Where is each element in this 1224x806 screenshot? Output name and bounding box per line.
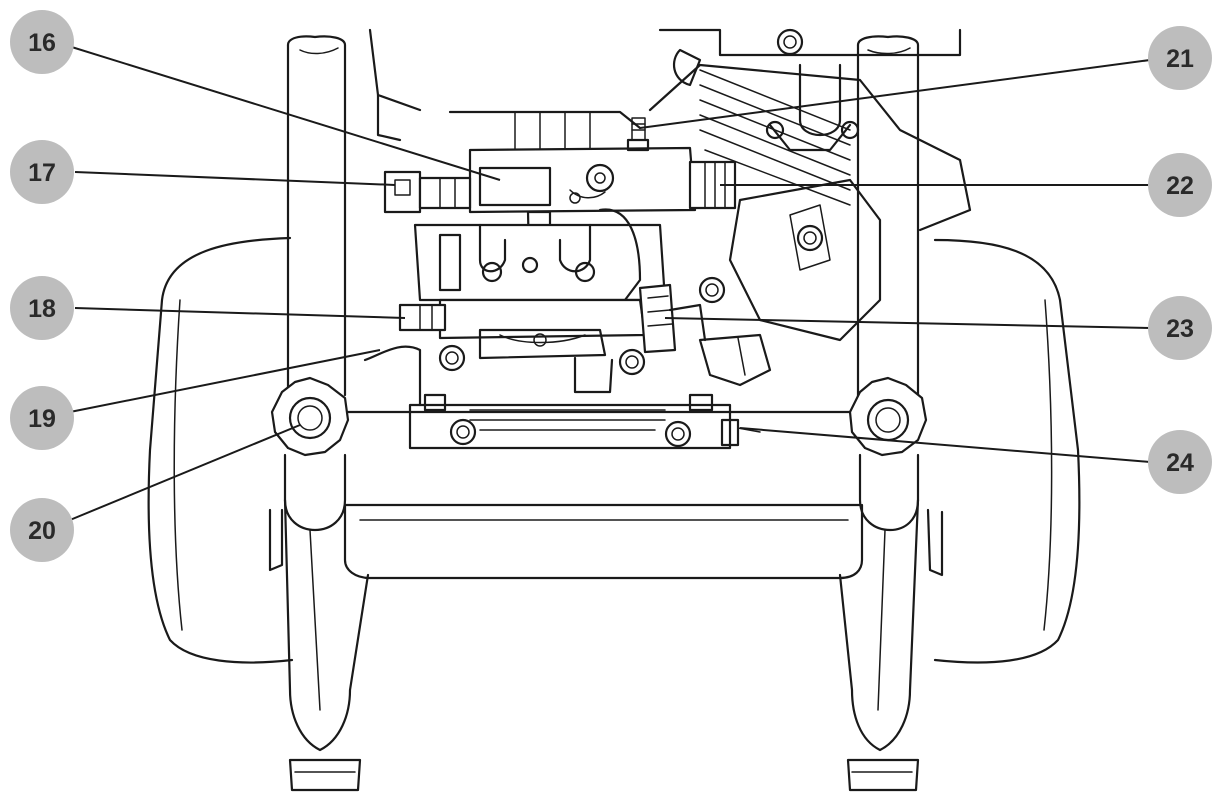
callout-22: 22 bbox=[1148, 153, 1212, 217]
callout-number: 16 bbox=[28, 29, 56, 57]
callout-20: 20 bbox=[10, 498, 74, 562]
engine-housing bbox=[368, 28, 972, 342]
callout-number: 17 bbox=[28, 159, 56, 187]
callout-18: 18 bbox=[10, 276, 74, 340]
callout-23: 23 bbox=[1148, 296, 1212, 360]
callout-number: 21 bbox=[1166, 45, 1194, 73]
right-wheel bbox=[933, 238, 1081, 664]
callout-number: 18 bbox=[28, 295, 56, 323]
callout-number: 24 bbox=[1166, 449, 1194, 477]
leader-lines bbox=[61, 43, 1151, 521]
right-frame-leg bbox=[838, 35, 944, 792]
pump-assembly bbox=[383, 117, 772, 394]
callout-17: 17 bbox=[10, 140, 74, 204]
left-wheel bbox=[147, 236, 294, 664]
callout-21: 21 bbox=[1148, 26, 1212, 90]
callout-number: 23 bbox=[1166, 315, 1194, 343]
callout-19: 19 bbox=[10, 386, 74, 450]
callout-number: 19 bbox=[28, 405, 56, 433]
callout-16: 16 bbox=[10, 10, 74, 74]
left-knob bbox=[270, 376, 350, 457]
callout-number: 20 bbox=[28, 517, 56, 545]
callout-number: 22 bbox=[1166, 172, 1194, 200]
base-plate bbox=[343, 345, 864, 580]
left-frame-leg bbox=[268, 35, 370, 792]
callout-24: 24 bbox=[1148, 430, 1212, 494]
